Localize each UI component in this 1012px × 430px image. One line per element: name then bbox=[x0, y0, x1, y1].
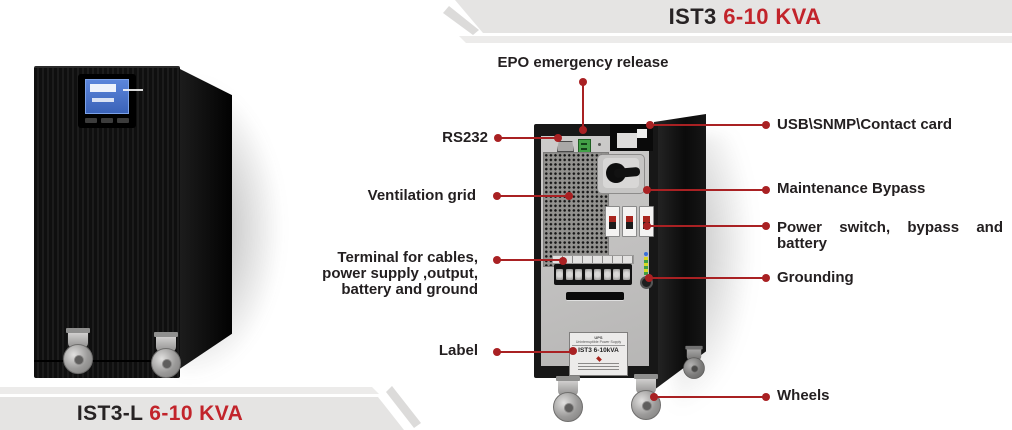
rear-caster-wheel bbox=[626, 374, 666, 430]
front-view-front-panel bbox=[34, 66, 180, 378]
top-banner-underline bbox=[459, 36, 1012, 43]
callout-terminal-line2: power supply ,output, bbox=[322, 265, 478, 282]
lcd-display bbox=[78, 74, 136, 128]
callout-dot bbox=[579, 126, 587, 134]
lcd-button bbox=[101, 118, 113, 123]
callout-line-terminal bbox=[497, 259, 565, 261]
callout-ventilation: Ventilation grid bbox=[367, 187, 476, 204]
callout-usb-snmp: USB\SNMP\Contact card bbox=[777, 116, 953, 133]
bottom-banner-overline bbox=[0, 387, 379, 394]
callout-epo: EPO emergency release bbox=[497, 54, 669, 71]
callout-dot bbox=[762, 274, 770, 282]
rating-label: UPS Uninterruptible Power Supply IST3 6-… bbox=[569, 332, 628, 376]
rating-label-fineprint bbox=[578, 363, 619, 370]
front-model-name: IST3-L bbox=[76, 402, 144, 425]
callout-dot bbox=[494, 134, 502, 142]
callout-dot bbox=[762, 121, 770, 129]
callout-dot bbox=[762, 222, 770, 230]
front-view-side-panel bbox=[178, 68, 232, 370]
snmp-card bbox=[617, 133, 637, 148]
callout-wheels: Wheels bbox=[777, 387, 830, 404]
front-model-rating: 6-10 KVA bbox=[149, 402, 244, 425]
cable-slot bbox=[566, 292, 624, 301]
callout-dot bbox=[643, 186, 651, 194]
callout-dot bbox=[579, 78, 587, 86]
callout-maintenance-bypass: Maintenance Bypass bbox=[777, 180, 926, 197]
rs232-port bbox=[557, 141, 574, 152]
callout-dot bbox=[762, 393, 770, 401]
breaker bbox=[605, 206, 620, 237]
callout-line-epo bbox=[582, 82, 584, 130]
callout-line-ventilation bbox=[497, 195, 571, 197]
rear-panel: UPS Uninterruptible Power Supply IST3 6-… bbox=[541, 124, 654, 376]
front-caster-wheel bbox=[146, 332, 186, 388]
callout-rs232: RS232 bbox=[442, 129, 488, 146]
callout-dot bbox=[645, 274, 653, 282]
callout-grounding: Grounding bbox=[777, 269, 854, 286]
rating-label-logo bbox=[595, 356, 602, 362]
callout-line-power bbox=[647, 225, 766, 227]
callout-dot bbox=[646, 121, 654, 129]
callout-dot bbox=[493, 192, 501, 200]
callout-line-maintenance bbox=[647, 189, 766, 191]
panel-screw bbox=[598, 143, 601, 146]
page-title-model: IST3 bbox=[668, 4, 717, 29]
lcd-button bbox=[85, 118, 97, 123]
callout-dot bbox=[650, 393, 658, 401]
callout-dot bbox=[554, 134, 562, 142]
rating-label-header: UPS bbox=[594, 335, 603, 340]
callout-line-usb bbox=[650, 124, 766, 126]
callout-power-line1: Power switch, bypass and bbox=[777, 219, 1003, 236]
snmp-card-tab bbox=[637, 129, 647, 138]
callout-dot bbox=[493, 256, 501, 264]
rating-label-subheader: Uninterruptible Power Supply bbox=[572, 340, 625, 346]
rear-caster-wheel bbox=[548, 376, 588, 430]
rear-view-side-panel bbox=[654, 114, 706, 390]
callout-dot bbox=[559, 257, 567, 265]
front-model-title: IST3-L 6-10 KVA bbox=[10, 402, 310, 426]
callout-line-rs232 bbox=[498, 137, 560, 139]
page-title: IST3 6-10 KVA bbox=[560, 4, 930, 30]
front-panel-groove bbox=[34, 360, 180, 362]
callout-terminal: Terminal for cables, power supply ,outpu… bbox=[295, 250, 478, 298]
maintenance-bypass-switch bbox=[597, 154, 645, 194]
lcd-button bbox=[117, 118, 129, 123]
callout-label: Label bbox=[438, 342, 478, 359]
breaker-switches bbox=[605, 206, 654, 237]
ground-wire bbox=[644, 257, 648, 275]
top-banner bbox=[455, 0, 1012, 33]
rating-label-model: IST3 6-10kVA bbox=[578, 347, 619, 354]
callout-dot bbox=[643, 222, 651, 230]
page-title-rating: 6-10 KVA bbox=[723, 4, 822, 29]
callout-dot bbox=[569, 347, 577, 355]
rear-caster-wheel bbox=[680, 345, 709, 386]
callout-line-grounding bbox=[649, 277, 766, 279]
callout-line-wheels bbox=[654, 396, 766, 398]
callout-terminal-line3: battery and ground bbox=[341, 281, 478, 298]
callout-dot bbox=[493, 348, 501, 356]
bottom-banner bbox=[0, 397, 404, 430]
breaker bbox=[622, 206, 637, 237]
callout-terminal-line1: Terminal for cables, bbox=[337, 249, 478, 266]
lcd-screen bbox=[85, 79, 129, 114]
lcd-buttons bbox=[78, 118, 136, 123]
ups-rear-view: UPS Uninterruptible Power Supply IST3 6-… bbox=[528, 112, 754, 430]
terminal-block bbox=[554, 264, 632, 285]
callout-power-line2: battery bbox=[777, 235, 828, 252]
callout-dot bbox=[565, 192, 573, 200]
callout-power-switch: Power switch, bypass and battery bbox=[777, 220, 1003, 252]
ground-indicator bbox=[644, 252, 648, 256]
front-caster-wheel bbox=[58, 328, 98, 384]
callout-dot bbox=[762, 186, 770, 194]
snmp-card-slot bbox=[610, 124, 653, 151]
callout-line-label bbox=[497, 351, 575, 353]
ups-front-view bbox=[28, 58, 283, 393]
